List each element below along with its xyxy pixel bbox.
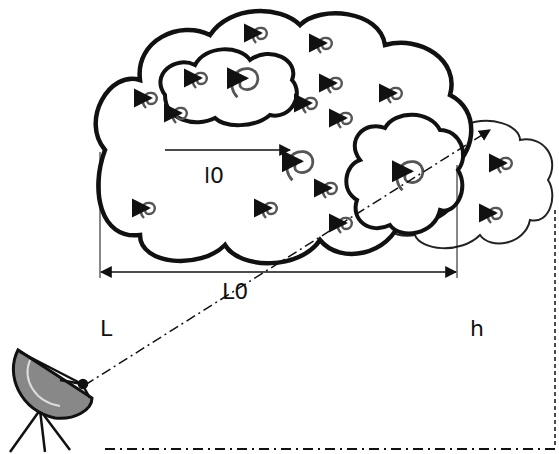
eddy-swirl — [338, 113, 352, 128]
line-of-sight — [85, 130, 490, 385]
path-length-label: L — [100, 318, 112, 340]
eddy-swirl — [318, 38, 332, 53]
ground-line — [105, 448, 559, 450]
satellite-dish — [10, 350, 92, 452]
eddy-swirl — [488, 208, 502, 223]
main-cloud — [96, 11, 472, 263]
eddy-swirl — [141, 203, 155, 218]
eddy-scale-arrow — [165, 149, 290, 151]
eddy-swirl — [173, 108, 187, 123]
eddy-cloud — [346, 115, 463, 234]
eddy-swirl — [193, 73, 207, 88]
eddy-swirl — [232, 69, 258, 98]
height-label: h — [470, 318, 484, 340]
dimension-extension — [457, 165, 458, 278]
eddy-swirl — [303, 98, 317, 113]
eddy-scale-label: l0 — [204, 165, 224, 187]
eddy-swirl — [143, 93, 157, 108]
eddy-swirl — [338, 218, 352, 233]
eddy-swirl — [253, 28, 267, 43]
dimension-line — [101, 271, 456, 273]
eddy-swirl — [323, 183, 337, 198]
height-line — [554, 210, 556, 447]
eddy-swirl — [328, 78, 342, 93]
eddy-swirl — [397, 162, 423, 191]
eddy-swirl — [263, 203, 277, 218]
eddy-swirl — [388, 88, 402, 103]
inner-cloud — [160, 49, 296, 125]
outer-scale-label: L0 — [222, 281, 248, 303]
eddy-swirl — [287, 152, 313, 181]
eddy-swirl — [498, 158, 512, 173]
dimension-extension — [100, 152, 101, 278]
